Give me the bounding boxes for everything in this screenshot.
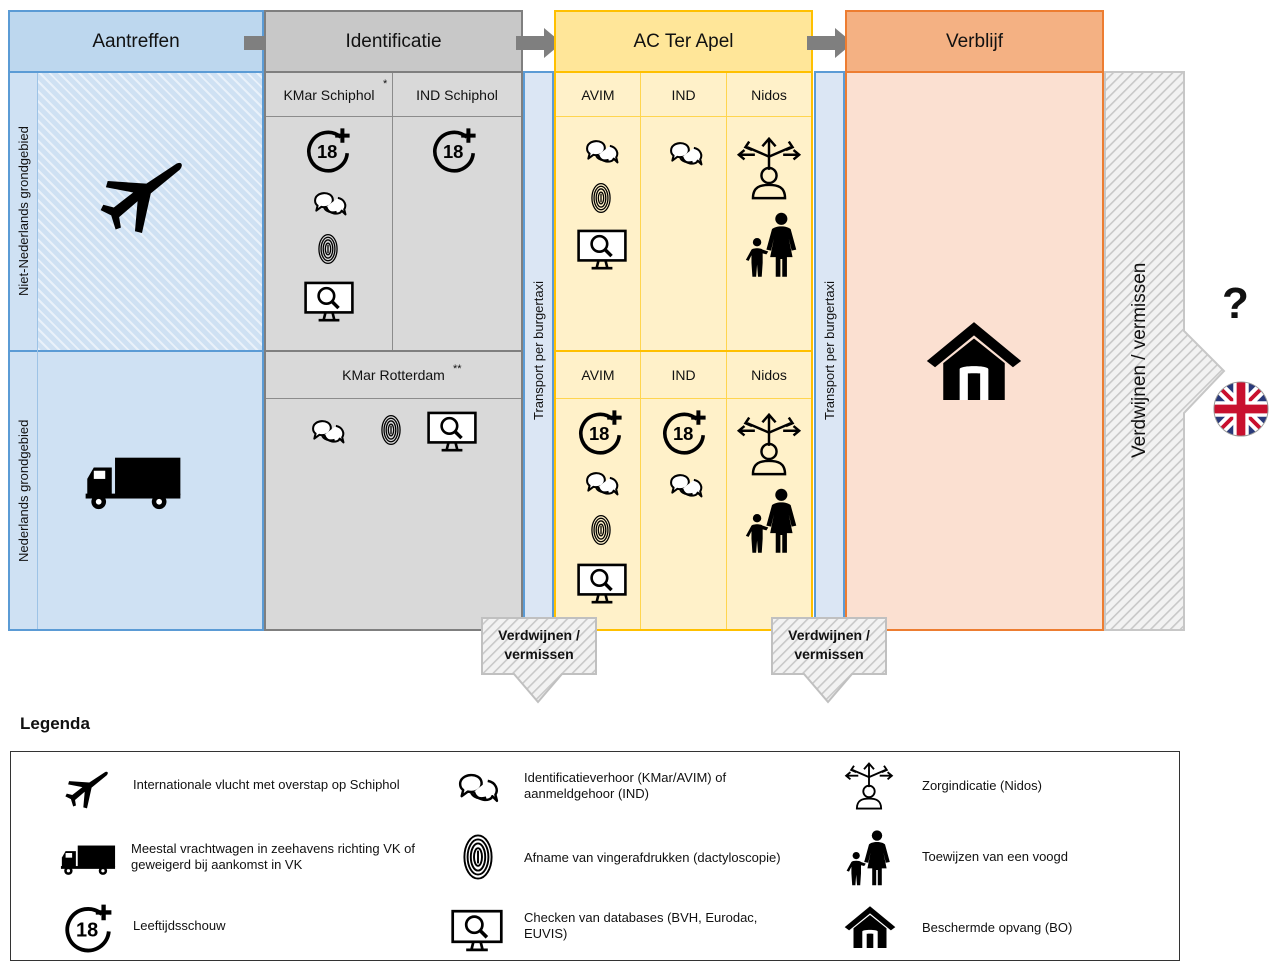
header-ac-ter-apel: AC Ter Apel (554, 10, 813, 73)
label-ac-ind-bottom: IND (671, 367, 696, 383)
label-kmar-schiphol: KMar Schiphol (283, 86, 375, 103)
monitor-search-icon (303, 280, 355, 324)
legend-text-databases: Checken van databases (BVH, Eurodac, EUV… (524, 910, 758, 941)
ac-bottom-divider (556, 398, 811, 399)
kmar-schiphol-footnote-mark: * (383, 78, 388, 90)
age-18-plus-icon (430, 126, 478, 174)
row-divider-aantreffen (8, 350, 264, 352)
guardian-child-icon (744, 212, 800, 278)
identificatie-col-divider (392, 73, 393, 351)
truck-icon (60, 843, 116, 877)
question-mark: ? (1222, 279, 1249, 328)
ac-row-divider (554, 350, 813, 352)
legend-text-guardian: Toewijzen van een voogd (922, 849, 1068, 864)
row-label-niet-nl: Niet-Nederlands grondgebied (16, 126, 31, 297)
care-indication-icon (736, 134, 802, 200)
legend-text-truck: Meestal vrachtwagen in zeehavens richtin… (131, 841, 415, 872)
fingerprint-icon (590, 182, 612, 214)
fingerprint-icon (380, 414, 402, 446)
speech-bubbles-icon (580, 132, 622, 170)
airplane-icon (98, 152, 186, 240)
label-kmar-rotterdam: KMar Rotterdam (342, 367, 445, 383)
legend-box (10, 751, 1180, 961)
row-label-nl: Nederlands grondgebied (16, 419, 31, 562)
fingerprint-icon (590, 514, 612, 546)
legend-text-flight: Internationale vlucht met overstap op Sc… (133, 777, 400, 792)
kmar-rotterdam-footnote-mark: ** (453, 363, 462, 375)
transport-strip-1: Transport per burgertaxi (523, 71, 554, 631)
disappear-down-label-2: Verdwijnen / vermissen (788, 627, 870, 662)
legend-text-care: Zorgindicatie (Nidos) (922, 778, 1042, 793)
speech-bubbles-icon (452, 764, 502, 810)
age-18-plus-icon (304, 126, 352, 174)
header-identificatie: Identificatie (264, 10, 523, 73)
label-ac-ind-top: IND (671, 86, 696, 103)
ac-top-divider (556, 116, 811, 117)
label-ac-nidos-top: Nidos (751, 86, 787, 103)
care-indication-icon (736, 410, 802, 476)
label-ac-nidos-bottom: Nidos (751, 367, 787, 383)
header-ac-ter-apel-label: AC Ter Apel (633, 30, 734, 52)
flow-arrow-2 (516, 28, 562, 58)
header-verblijf-label: Verblijf (945, 30, 1004, 52)
house-icon (842, 904, 898, 948)
monitor-search-icon (426, 410, 478, 454)
uk-flag-icon (1212, 380, 1270, 438)
label-ac-avim-top: AVIM (581, 86, 615, 103)
age-18-plus-icon (576, 408, 624, 456)
monitor-search-icon (576, 228, 628, 272)
speech-bubbles-icon (306, 412, 348, 450)
fingerprint-icon (317, 233, 339, 265)
disappear-side-arrow (1104, 71, 1226, 631)
row-label-divider (37, 73, 38, 629)
legend-text-age: Leeftijdsschouw (133, 918, 226, 933)
speech-bubbles-icon (664, 466, 706, 504)
label-ind-schiphol: IND Schiphol (416, 86, 498, 103)
disappear-down-arrow-1 (481, 617, 597, 704)
monitor-search-icon (576, 562, 628, 606)
guardian-child-icon (744, 488, 800, 554)
identificatie-top-divider (266, 116, 521, 117)
care-indication-icon (844, 760, 894, 810)
transport-strip-2: Transport per burgertaxi (814, 71, 845, 631)
header-identificatie-label: Identificatie (345, 30, 442, 52)
age-18-plus-icon (62, 902, 114, 954)
airplane-icon (64, 766, 110, 812)
speech-bubbles-icon (308, 184, 350, 222)
legend-text-interview: Identificatieverhoor (KMar/AVIM) of aanm… (524, 770, 727, 801)
truck-icon (84, 454, 182, 512)
house-icon (922, 318, 1026, 400)
legend-text-fingerprint: Afname van vingerafdrukken (dactyloscopi… (524, 850, 781, 865)
identificatie-bottom-divider (266, 398, 521, 399)
age-18-plus-icon (660, 408, 708, 456)
header-aantreffen: Aantreffen (8, 10, 264, 73)
flow-arrow-3 (807, 28, 853, 58)
legend-text-house: Beschermde opvang (BO) (922, 920, 1073, 935)
header-aantreffen-label: Aantreffen (92, 30, 180, 52)
fingerprint-icon (462, 832, 494, 882)
monitor-search-icon (450, 908, 504, 954)
disappear-down-arrow-2 (771, 617, 887, 704)
identificatie-row-divider (264, 350, 523, 352)
speech-bubbles-icon (580, 464, 622, 502)
speech-bubbles-icon (664, 134, 706, 172)
guardian-child-icon (842, 830, 896, 886)
label-ac-avim-bottom: AVIM (581, 367, 615, 383)
aantreffen-niet-nl-hatch (38, 73, 262, 350)
disappear-down-label-1: Verdwijnen / vermissen (498, 627, 580, 662)
legend-title: Legenda (20, 714, 90, 733)
disappear-side-label: Verdwijnen / vermissen (1129, 262, 1150, 458)
header-verblijf: Verblijf (845, 10, 1104, 73)
